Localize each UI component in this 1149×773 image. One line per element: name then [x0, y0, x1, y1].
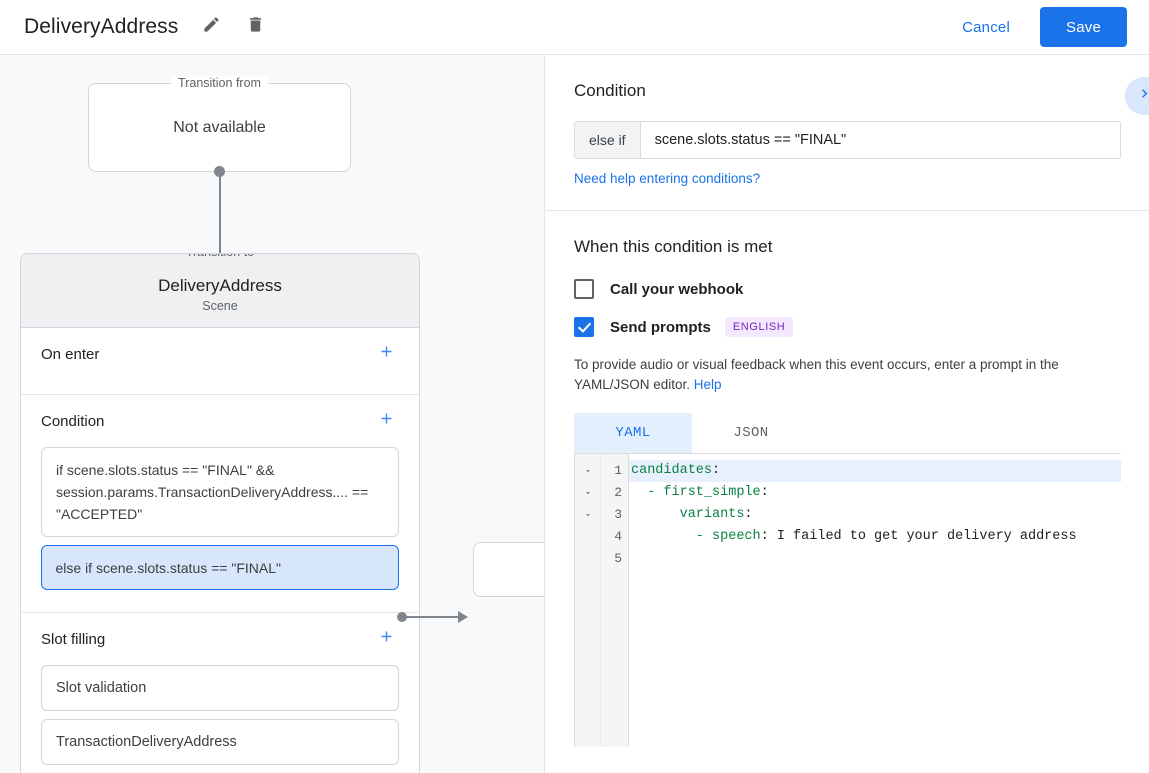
section-slot-filling: Slot filling Slot validation Transaction… [21, 613, 419, 773]
scene-card-header: Transition to DeliveryAddress Scene [21, 254, 419, 328]
detail-panel: Condition else if Need help entering con… [546, 55, 1149, 773]
editor-line-numbers: 1 2 3 4 5 [601, 454, 629, 747]
editor-fold-column [575, 454, 601, 747]
cancel-button[interactable]: Cancel [948, 10, 1024, 45]
edit-name-button[interactable] [196, 12, 226, 42]
section-header-on-enter: On enter [41, 328, 399, 380]
target-node-stub[interactable] [473, 542, 544, 597]
tab-yaml[interactable]: YAML [574, 413, 692, 453]
slot-card[interactable]: Slot validation [41, 665, 399, 711]
when-condition-met-block: When this condition is met Call your web… [546, 211, 1149, 747]
connector-line-vertical [219, 173, 221, 261]
prompts-help-link[interactable]: Help [693, 377, 722, 392]
app-header: DeliveryAddress Cancel Save [0, 0, 1149, 55]
condition-help-link[interactable]: Need help entering conditions? [574, 171, 761, 186]
condition-input-row: else if [574, 121, 1121, 159]
section-on-enter: On enter [21, 328, 419, 395]
code-line [629, 548, 1121, 570]
trash-icon [246, 15, 265, 39]
scene-graph-panel: Transition from Not available Transition… [0, 55, 545, 773]
expand-panel-button[interactable] [1125, 77, 1149, 115]
add-condition-button[interactable] [373, 408, 399, 434]
line-number: 2 [614, 485, 622, 500]
webhook-checkbox-row[interactable]: Call your webhook [574, 279, 1121, 299]
editor-format-tabs: YAML JSON [574, 413, 1121, 453]
webhook-checkbox[interactable] [574, 279, 594, 299]
send-prompts-label: Send prompts [610, 318, 711, 336]
send-prompts-checkbox-row[interactable]: Send prompts ENGLISH [574, 317, 1121, 337]
delete-button[interactable] [240, 12, 270, 42]
send-prompts-checkbox[interactable] [574, 317, 594, 337]
code-line: - speech: I failed to get your delivery … [631, 529, 1077, 544]
chevron-right-icon [1136, 85, 1149, 107]
section-title-slot-filling: Slot filling [41, 630, 106, 648]
code-line: candidates: [629, 460, 1121, 482]
section-title-condition: Condition [41, 412, 105, 430]
slot-card[interactable]: TransactionDeliveryAddress [41, 719, 399, 765]
pencil-icon [202, 15, 221, 39]
webhook-label: Call your webhook [610, 280, 744, 298]
prompts-helper-sentence: To provide audio or visual feedback when… [574, 357, 1059, 392]
fold-toggle[interactable] [575, 504, 600, 526]
section-header-slot-filling: Slot filling [41, 613, 399, 665]
add-slot-button[interactable] [373, 626, 399, 652]
when-condition-met-heading: When this condition is met [574, 237, 773, 256]
scene-card: Transition to DeliveryAddress Scene On e… [20, 253, 420, 773]
section-header-condition: Condition [41, 395, 399, 447]
plus-icon [378, 410, 395, 432]
connector-dot-from [214, 166, 225, 177]
transition-from-node[interactable]: Transition from Not available [88, 76, 351, 172]
line-number: 5 [614, 551, 622, 566]
scene-type: Scene [202, 299, 238, 313]
code-editor[interactable]: 1 2 3 4 5 candidates: - first_simple: va… [574, 453, 1121, 747]
condition-card[interactable]: if scene.slots.status == "FINAL" && sess… [41, 447, 399, 537]
section-condition: Condition if scene.slots.status == "FINA… [21, 395, 419, 613]
line-number: 1 [614, 463, 622, 478]
language-badge: ENGLISH [724, 317, 794, 337]
plus-icon [378, 343, 395, 365]
condition-card-selected[interactable]: else if scene.slots.status == "FINAL" [41, 545, 399, 590]
header-actions: Cancel Save [948, 7, 1127, 47]
transition-from-value: Not available [173, 118, 266, 136]
save-button[interactable]: Save [1040, 7, 1127, 47]
section-title-on-enter: On enter [41, 345, 100, 363]
code-line: variants: [679, 507, 753, 522]
tab-json[interactable]: JSON [733, 425, 769, 441]
condition-expression-input[interactable] [640, 122, 1120, 158]
prompts-helper-text: To provide audio or visual feedback when… [574, 355, 1121, 395]
connector-line-horizontal [404, 616, 460, 618]
connector-arrowhead-right [458, 611, 468, 623]
add-on-enter-button[interactable] [373, 341, 399, 367]
condition-heading: Condition [574, 81, 646, 100]
fold-toggle[interactable] [575, 460, 600, 482]
line-number: 3 [614, 507, 622, 522]
transition-to-legend: Transition to [177, 254, 263, 259]
code-line: - first_simple: [631, 485, 769, 500]
fold-toggle[interactable] [575, 482, 600, 504]
connector-dot-out [397, 612, 407, 622]
page-title: DeliveryAddress [24, 15, 179, 38]
editor-code-area[interactable]: candidates: - first_simple: variants: - … [629, 454, 1121, 747]
transition-from-legend: Transition from [170, 76, 269, 90]
condition-block: Condition else if Need help entering con… [546, 55, 1149, 211]
scene-name: DeliveryAddress [158, 276, 282, 295]
plus-icon [378, 628, 395, 650]
condition-prefix-label: else if [575, 122, 641, 158]
line-number: 4 [614, 529, 622, 544]
